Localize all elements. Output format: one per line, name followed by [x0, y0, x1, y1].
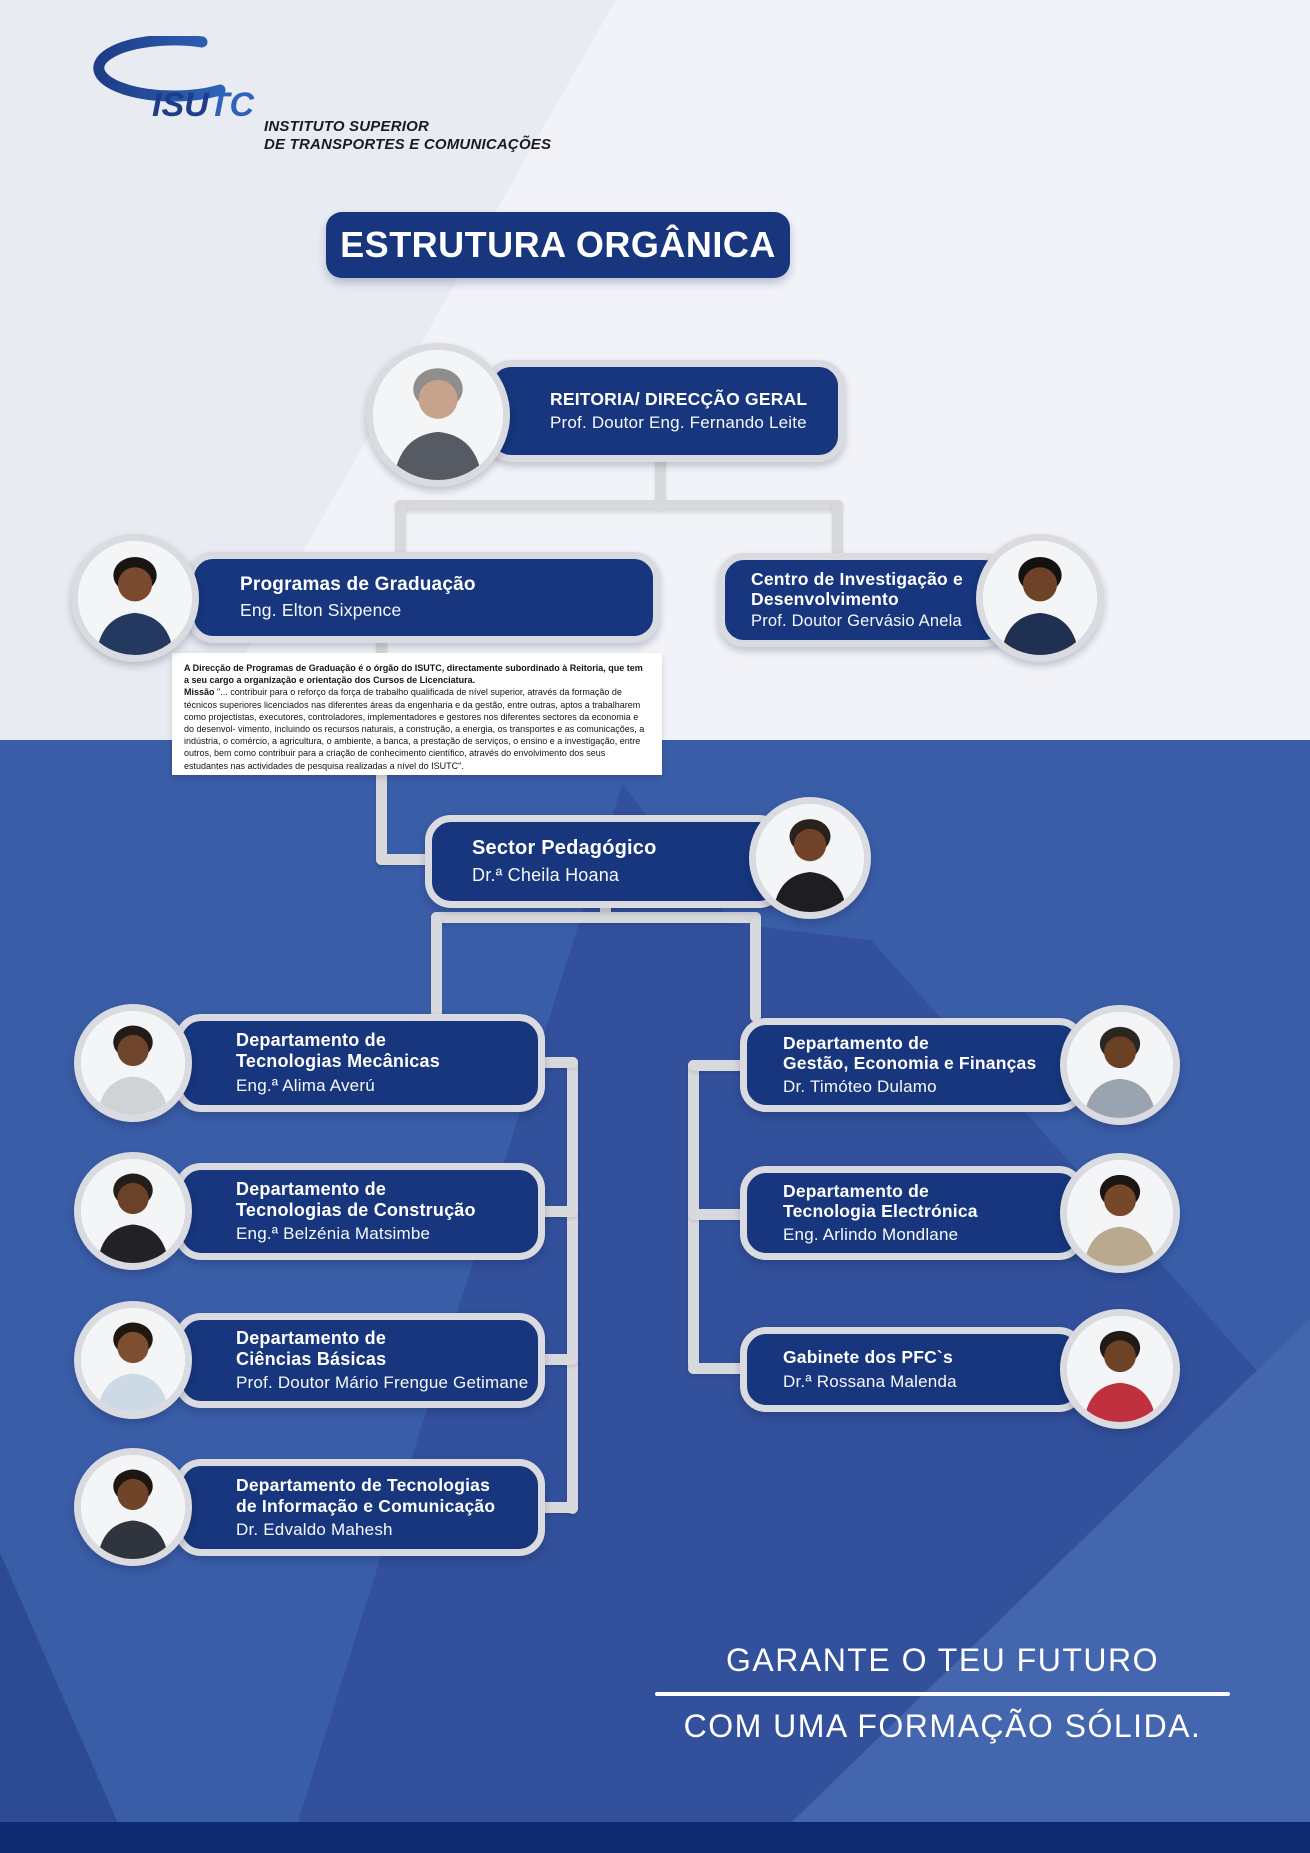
connector: [567, 1057, 578, 1514]
node-title: Departamento de: [236, 1327, 387, 1348]
node-dept-ciencias-basicas: Departamento de Ciências Básicas Prof. D…: [175, 1313, 545, 1408]
reitoria-photo: [366, 343, 510, 487]
node-gabinete-pfcs: Gabinete dos PFC`s Dr.ª Rossana Malenda: [740, 1327, 1085, 1412]
node-title: Departamento de: [783, 1180, 929, 1201]
node-person: Prof. Doutor Eng. Fernando Leite: [550, 413, 807, 433]
dept-photo: [74, 1152, 192, 1270]
node-title: Departamento de: [236, 1178, 387, 1199]
logo-subtitle-line2: DE TRANSPORTES E COMUNICAÇÕES: [264, 135, 552, 153]
node-person: Dr.ª Cheila Hoana: [472, 864, 620, 885]
connector: [431, 912, 761, 923]
logo-wordmark: ISUTC: [152, 86, 254, 125]
connector: [688, 1363, 748, 1374]
node-dept-tecnologia-electronica: Departamento de Tecnologia Electrónica E…: [740, 1166, 1085, 1260]
node-title: Departamento de: [783, 1032, 929, 1053]
slogan: GARANTE O TEU FUTURO COM UMA FORMAÇÃO SÓ…: [655, 1642, 1230, 1745]
dept-photo: [1060, 1005, 1180, 1125]
note-mission-label: Missão: [184, 687, 218, 698]
node-dept-gestao-economia-financas: Departamento de Gestão, Economia e Finan…: [740, 1018, 1085, 1112]
person-avatar-icon: [983, 541, 1097, 655]
node-person: Eng. Arlindo Mondlane: [783, 1225, 959, 1245]
dept-photo: [74, 1301, 192, 1419]
node-person: Eng.ª Alima Averú: [236, 1075, 375, 1095]
node-centro-investigacao: Centro de Investigação e Desenvolvimento…: [718, 553, 1010, 647]
person-avatar-icon: [1067, 1160, 1173, 1266]
person-avatar-icon: [81, 1159, 185, 1263]
person-avatar-icon: [81, 1308, 185, 1412]
node-title: Departamento de Tecnologias: [236, 1475, 491, 1496]
slogan-divider: [655, 1692, 1230, 1696]
footer-strip: [0, 1822, 1310, 1853]
person-avatar-icon: [81, 1011, 185, 1115]
node-title-line2: Tecnologia Electrónica: [783, 1201, 978, 1221]
logo-tc-text: TC: [208, 86, 255, 124]
node-programas-graduacao: Programas de Graduação Eng. Elton Sixpen…: [187, 552, 660, 643]
node-title: REITORIA/ DIRECÇÃO GERAL: [550, 388, 808, 409]
slogan-line1: GARANTE O TEU FUTURO: [726, 1642, 1159, 1678]
sector-photo: [749, 797, 871, 919]
node-person: Prof. Doutor Gervásio Anela: [751, 612, 962, 631]
node-person: Eng. Elton Sixpence: [240, 600, 402, 621]
person-avatar-icon: [756, 804, 864, 912]
node-title-line2: de Informação e Comunicação: [236, 1495, 496, 1516]
centro-photo: [976, 534, 1104, 662]
connector: [540, 1206, 578, 1217]
node-title-line2: Tecnologias Mecânicas: [236, 1051, 440, 1071]
node-dept-tecnologias-construcao: Departamento de Tecnologias de Construçã…: [175, 1163, 545, 1260]
connector: [540, 1057, 578, 1068]
node-title-line2: Tecnologias de Construção: [236, 1199, 476, 1220]
node-title: Departamento de: [236, 1030, 387, 1051]
logo-subtitle: INSTITUTO SUPERIOR DE TRANSPORTES E COMU…: [264, 118, 551, 153]
node-title-line2: Gestão, Economia e Finanças: [783, 1053, 1037, 1073]
node-person: Prof. Doutor Mário Frengue Getimane: [236, 1373, 529, 1393]
node-title-line2: Desenvolvimento: [751, 589, 899, 609]
node-person: Eng.ª Belzénia Matsimbe: [236, 1224, 431, 1244]
person-avatar-icon: [373, 350, 503, 480]
dept-photo: [1060, 1309, 1180, 1429]
connector: [395, 500, 843, 511]
node-title: Sector Pedagógico: [472, 837, 657, 860]
node-title-line2: Ciências Básicas: [236, 1348, 387, 1369]
page-title-banner: ESTRUTURA ORGÂNICA: [326, 212, 790, 278]
node-title: Centro de Investigação e: [751, 568, 963, 589]
node-reitoria: REITORIA/ DIRECÇÃO GERAL Prof. Doutor En…: [485, 360, 845, 462]
logo-subtitle-line1: INSTITUTO SUPERIOR: [264, 118, 430, 135]
connector: [688, 1060, 748, 1071]
logo-isu-text: ISU: [152, 86, 209, 124]
person-avatar-icon: [81, 1455, 185, 1559]
note-intro: A Direcção de Programas de Graduação é o…: [184, 663, 643, 686]
person-avatar-icon: [78, 541, 192, 655]
connector: [750, 912, 761, 1022]
connector: [688, 1209, 748, 1220]
page-title: ESTRUTURA ORGÂNICA: [340, 224, 776, 265]
node-title: Gabinete dos PFC`s: [783, 1347, 953, 1368]
connector: [832, 500, 843, 558]
node-title: Programas de Graduação: [240, 573, 476, 595]
dept-photo: [74, 1004, 192, 1122]
programas-photo: [71, 534, 199, 662]
isutc-logo: ISUTC INSTITUTO SUPERIOR DE TRANSPORTES …: [52, 36, 552, 153]
connector: [395, 500, 406, 556]
node-dept-tecnologias-mecanicas: Departamento de Tecnologias Mecânicas En…: [175, 1014, 545, 1112]
node-person: Dr.ª Rossana Malenda: [783, 1371, 957, 1391]
note-mission-text: "... contribuir para o reforço da força …: [184, 687, 645, 771]
person-avatar-icon: [1067, 1316, 1173, 1422]
node-sector-pedagogico: Sector Pedagógico Dr.ª Cheila Hoana: [425, 815, 785, 908]
connector: [431, 912, 442, 1018]
connector: [540, 1354, 578, 1365]
node-person: Dr. Timóteo Dulamo: [783, 1077, 937, 1097]
graduation-note: A Direcção de Programas de Graduação é o…: [172, 653, 662, 775]
dept-photo: [1060, 1153, 1180, 1273]
slogan-line2: COM UMA FORMAÇÃO SÓLIDA.: [683, 1708, 1202, 1744]
connector: [540, 1502, 578, 1513]
logo-swoosh-icon: [93, 36, 226, 102]
dept-photo: [74, 1448, 192, 1566]
node-person: Dr. Edvaldo Mahesh: [236, 1519, 393, 1539]
node-dept-tic: Departamento de Tecnologias de Informaçã…: [175, 1459, 545, 1556]
person-avatar-icon: [1067, 1012, 1173, 1118]
